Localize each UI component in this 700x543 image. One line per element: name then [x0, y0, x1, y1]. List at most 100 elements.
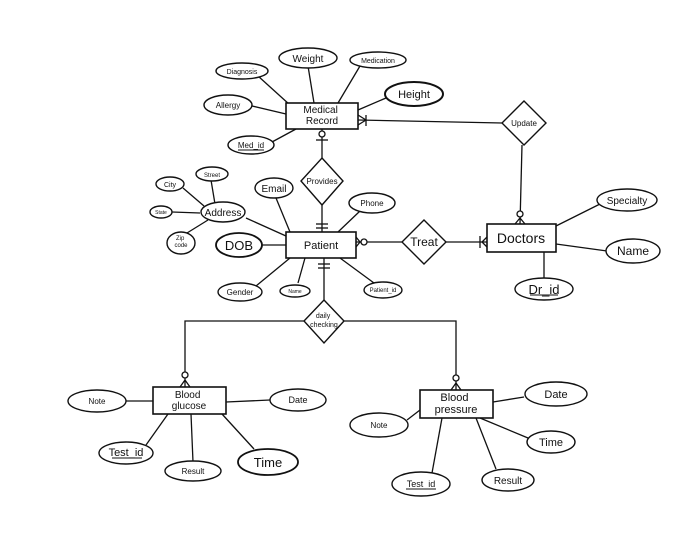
line-height — [357, 97, 387, 111]
attr-name-doctor — [605, 238, 661, 264]
line-address — [245, 217, 287, 237]
rel-update — [501, 100, 547, 146]
attr-note-pressure — [349, 412, 409, 438]
attr-dr-id — [514, 277, 574, 301]
label-doctors: Doctors — [497, 230, 545, 246]
label-dr-id: Dr_id — [528, 282, 559, 297]
line-name-doctor — [555, 243, 608, 252]
line-gender — [255, 257, 291, 287]
rel-daily-checking — [303, 298, 345, 345]
entity-medical-record — [285, 102, 359, 130]
attr-street — [195, 166, 229, 182]
label-name-doctor: Name — [617, 244, 649, 258]
crow-doctors-update — [514, 216, 526, 225]
label-dob: DOB — [225, 238, 253, 253]
line-allergy — [247, 104, 287, 115]
label-medication: Medication — [361, 58, 395, 65]
label-blood-glucose: Blood glucose — [172, 390, 207, 412]
attr-state — [149, 205, 173, 219]
label-result-glucose: Result — [182, 467, 205, 476]
attr-weight — [278, 47, 338, 69]
rel-provides — [300, 156, 344, 207]
line-state — [171, 211, 201, 214]
attr-result-glucose — [164, 460, 222, 482]
attr-zip-code — [166, 231, 196, 255]
attr-phone — [348, 192, 396, 214]
label-test-id-pressure: Test_id — [407, 479, 436, 489]
attr-patient-id — [363, 281, 403, 299]
line-patient-id — [339, 257, 375, 284]
line-med-id — [271, 128, 297, 143]
crow-pressure — [450, 381, 462, 391]
label-provides: Provides — [306, 177, 337, 186]
label-time-pressure: Time — [539, 437, 563, 449]
label-phone: Phone — [360, 199, 384, 208]
line-result-pressure — [475, 417, 497, 470]
entity-blood-pressure — [419, 389, 494, 419]
label-diagnosis: Diagnosis — [227, 69, 258, 76]
label-note-pressure: Note — [371, 421, 388, 430]
attr-date-pressure — [524, 381, 588, 407]
attr-name-patient — [279, 284, 311, 298]
crow-glucose — [179, 378, 191, 388]
zero-mark-doctors — [516, 210, 524, 218]
attr-height — [384, 81, 444, 107]
line-daily-pressure — [344, 320, 457, 390]
label-gender: Gender — [227, 288, 254, 297]
label-zip-code: Zip code — [174, 236, 188, 249]
label-state: State — [155, 210, 167, 216]
label-test-id-glucose: Test_id — [109, 447, 144, 459]
label-address: Address — [205, 208, 242, 219]
label-treat: Treat — [410, 235, 438, 249]
line-email — [275, 197, 291, 233]
attr-test-id-pressure — [391, 471, 451, 497]
zero-mark-treat — [360, 238, 368, 246]
label-daily-checking: daily checking — [310, 313, 338, 329]
attr-dob — [215, 232, 263, 258]
label-note-glucose: Note — [89, 397, 106, 406]
label-medical-record: Medical Record — [303, 105, 340, 127]
entity-doctors — [486, 223, 557, 253]
cardinality-marks — [179, 114, 526, 391]
attr-gender — [217, 282, 263, 302]
line-time-glucose — [221, 413, 255, 450]
attr-address — [200, 201, 246, 223]
label-time-glucose: Time — [254, 455, 282, 470]
label-date-glucose: Date — [288, 395, 307, 405]
line-record-update — [357, 119, 503, 124]
crow-doctors-treat — [481, 236, 488, 248]
label-date-pressure: Date — [544, 389, 567, 401]
line-city — [182, 187, 205, 207]
line-time-pressure — [479, 417, 529, 439]
attr-result-pressure — [481, 468, 535, 492]
attr-medication — [349, 51, 407, 69]
line-date-glucose — [225, 399, 271, 403]
line-weight — [307, 65, 315, 104]
label-city: City — [164, 182, 177, 189]
line-specialty — [555, 203, 601, 227]
zero-mark-glucose — [181, 371, 189, 379]
attr-time-pressure — [526, 430, 576, 454]
line-test-id-pressure — [431, 417, 443, 474]
rel-treat — [401, 219, 447, 265]
zero-mark-pressure — [452, 374, 460, 382]
crow-patient-treat — [355, 236, 361, 248]
line-zip — [186, 219, 209, 234]
crow-record-update — [357, 114, 368, 126]
label-name-patient: Name — [288, 289, 302, 295]
label-email: Email — [261, 184, 286, 195]
label-street: Street — [204, 173, 220, 179]
line-name-patient — [297, 257, 306, 284]
line-street — [210, 179, 216, 205]
label-result-pressure: Result — [494, 476, 523, 487]
line-date-pressure — [492, 396, 525, 403]
attr-allergy — [203, 94, 253, 116]
attr-diagnosis — [215, 62, 269, 80]
label-blood-pressure: Blood pressure — [435, 392, 478, 416]
label-weight: Weight — [293, 54, 324, 65]
line-result-glucose — [190, 413, 194, 463]
key-underlines — [112, 149, 558, 490]
label-height: Height — [398, 89, 430, 101]
line-test-id-glucose — [145, 413, 169, 446]
